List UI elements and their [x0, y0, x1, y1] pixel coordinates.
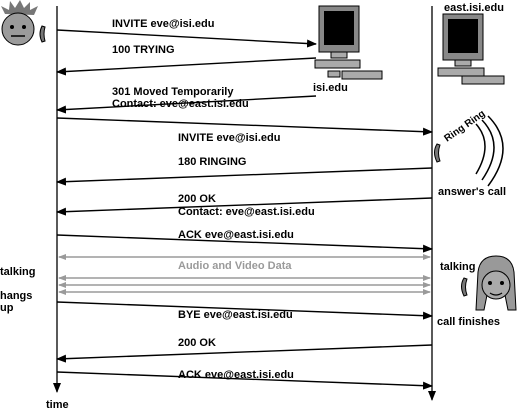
message-label: INVITE eve@isi.edu — [178, 132, 280, 144]
time-axis-label: time — [46, 399, 69, 408]
isi-host-label: isi.edu — [313, 82, 348, 94]
media-streams — [58, 254, 431, 295]
callee-answers-label: answer's call — [438, 186, 506, 198]
message-arrow-invite-1 — [56, 29, 317, 48]
message-label: ACK eve@east.isi.edu — [178, 369, 294, 381]
message-label: ACK eve@east.isi.edu — [178, 229, 294, 241]
message-arrow-100-trying — [56, 57, 317, 76]
message-label: INVITE eve@isi.edu — [112, 18, 214, 30]
ring-text: Ring Ring — [442, 108, 487, 144]
caller-talking-label: talking — [0, 266, 35, 278]
message-label: 180 RINGING — [178, 156, 246, 168]
callee-talking-label: talking — [440, 261, 475, 273]
callee-avatar-icon — [461, 255, 517, 311]
message-arrow-301-moved — [56, 95, 317, 114]
message-arrow-ack-1 — [56, 234, 433, 253]
message-label: 100 TRYING — [112, 44, 175, 56]
message-label: BYE eve@east.isi.edu — [178, 309, 293, 321]
message-arrow-200-ok-2 — [56, 344, 433, 363]
message-arrow-180-ringing — [56, 167, 433, 186]
caller-up-label: up — [0, 302, 14, 314]
ringing-phone-icon — [434, 115, 504, 187]
message-label: 200 OK — [178, 337, 216, 349]
message-arrow-ack-2 — [56, 371, 433, 390]
message-arrow-200-ok-1 — [56, 197, 433, 216]
message-label: 200 OK — [178, 193, 216, 205]
media-label: Audio and Video Data — [178, 260, 292, 272]
callee-finishes-label: call finishes — [437, 316, 500, 328]
isi-computer-icon — [314, 5, 383, 80]
message-label-contact: Contact: eve@east.isi.edu — [112, 98, 249, 110]
east-host-label: east.isi.edu — [444, 2, 504, 14]
message-arrow-bye — [56, 301, 433, 320]
caller-hangs-label: hangs — [0, 290, 32, 302]
east-computer-icon — [437, 13, 505, 85]
message-label-contact: Contact: eve@east.isi.edu — [178, 206, 315, 218]
message-label: 301 Moved Temporarily — [112, 86, 234, 98]
message-arrow-invite-2 — [56, 117, 433, 136]
caller-avatar-icon — [1, 0, 46, 46]
